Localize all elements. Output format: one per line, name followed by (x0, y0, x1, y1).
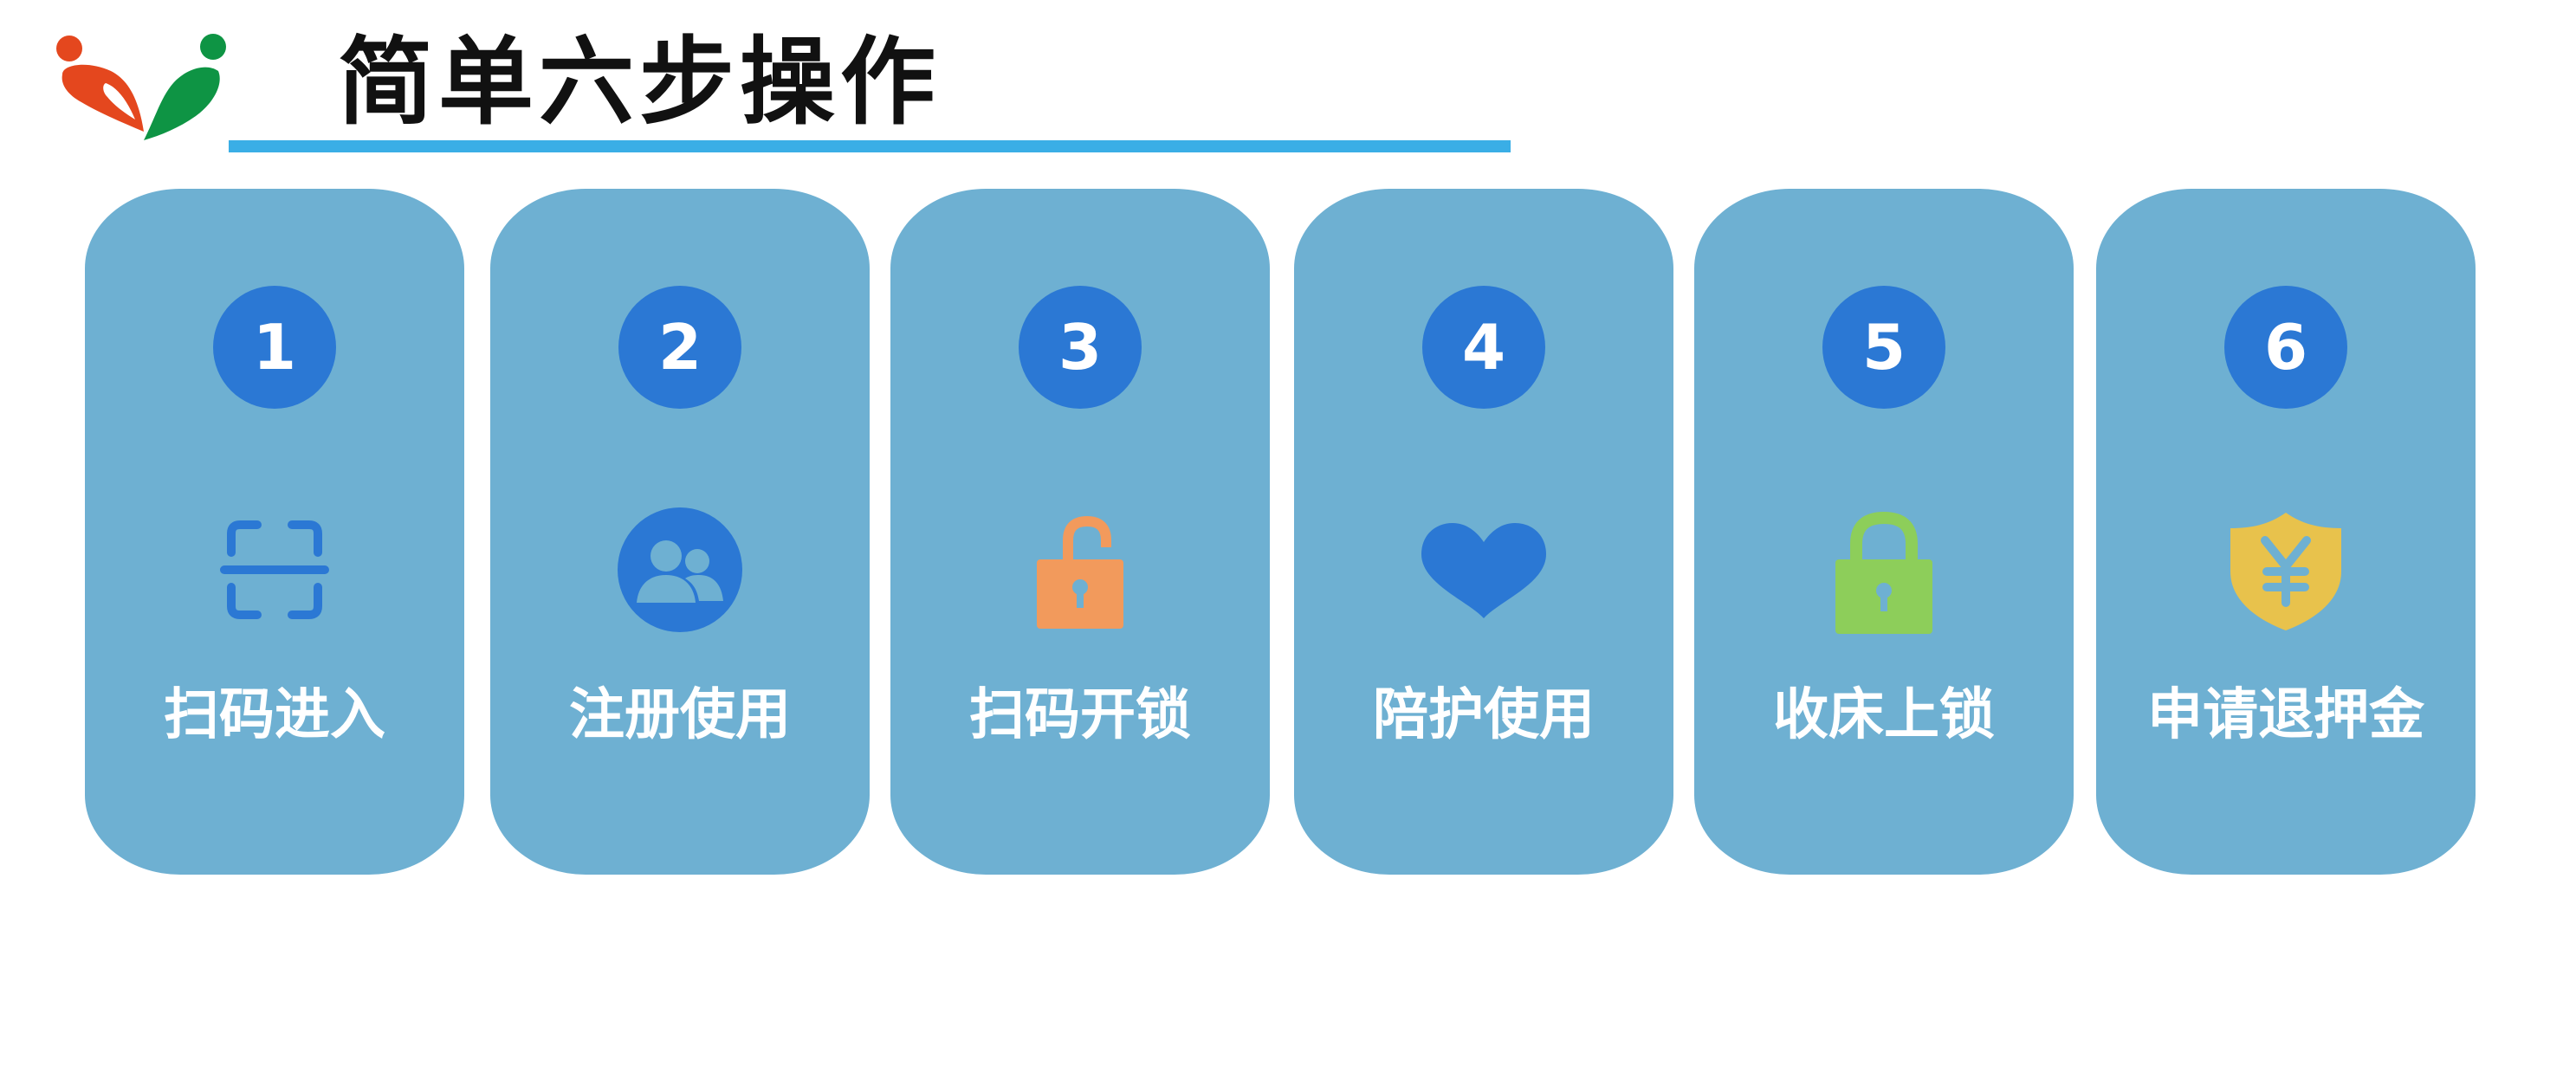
step-number-badge: 3 (1019, 286, 1142, 409)
step-number-badge: 5 (1822, 286, 1945, 409)
brand-logo (54, 29, 227, 159)
heart-icon (1414, 501, 1553, 639)
step-label: 扫码进入 (164, 683, 385, 747)
step-number-badge: 1 (213, 286, 336, 409)
step-label: 陪护使用 (1373, 683, 1595, 747)
page-title: 简单六步操作 (338, 27, 941, 138)
title-underline (229, 140, 1511, 152)
unlock-icon (1011, 501, 1149, 639)
step-label: 申请退押金 (2147, 683, 2424, 747)
step-number-badge: 4 (1422, 286, 1545, 409)
users-icon (611, 501, 749, 639)
lock-icon (1815, 501, 1953, 639)
step-card-6[interactable]: 6 申请退押金 (2096, 189, 2476, 875)
step-card-3[interactable]: 3 扫码开锁 (890, 189, 1270, 875)
step-label: 注册使用 (569, 683, 791, 747)
yuan-shield-icon (2217, 501, 2355, 639)
step-card-2[interactable]: 2 注册使用 (490, 189, 870, 875)
step-card-4[interactable]: 4 陪护使用 (1294, 189, 1673, 875)
step-number-badge: 6 (2224, 286, 2347, 409)
step-label: 收床上锁 (1773, 683, 1995, 747)
step-label: 扫码开锁 (969, 683, 1191, 747)
step-card-1[interactable]: 1 扫码进入 (85, 189, 464, 875)
step-card-5[interactable]: 5 收床上锁 (1694, 189, 2074, 875)
steps-row: 1 扫码进入 2 (85, 189, 2493, 882)
scan-icon (205, 501, 344, 639)
step-number-badge: 2 (618, 286, 741, 409)
